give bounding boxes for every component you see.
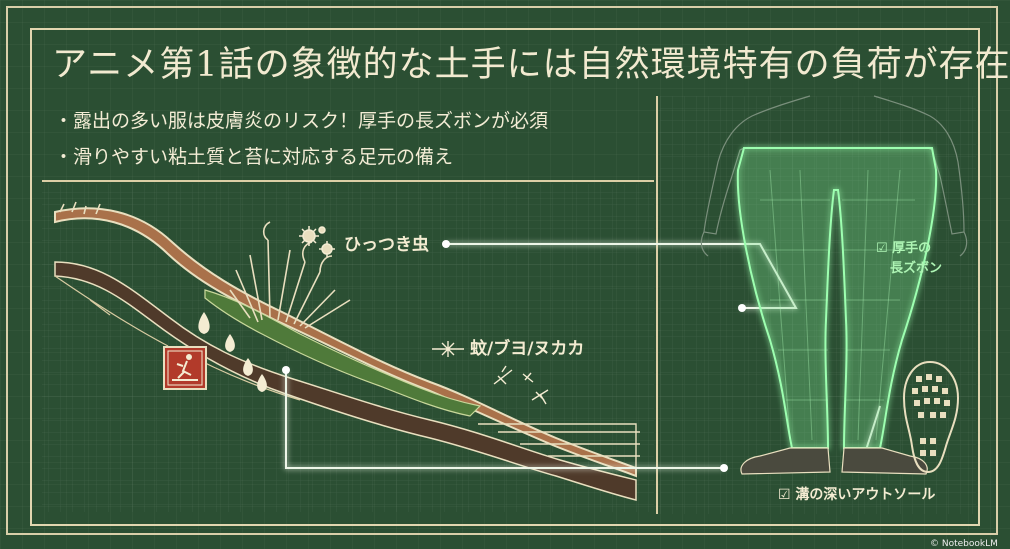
credit-text: © NotebookLM bbox=[930, 539, 998, 549]
water-drop-icon bbox=[198, 312, 267, 392]
burr-icon bbox=[299, 226, 335, 257]
bullet-item: 露出の多い服は皮膚炎のリスク！厚手の長ズボンが必須 bbox=[54, 103, 548, 139]
water-surface bbox=[478, 423, 640, 476]
pants-label-line2: 長ズボン bbox=[890, 260, 942, 276]
boot-sole-icon bbox=[902, 360, 960, 474]
pants-label-line1: ☑ 厚手の bbox=[876, 240, 931, 256]
section-divider-horizontal bbox=[42, 180, 654, 182]
grass-tuft bbox=[59, 201, 351, 329]
hitsuki-label: ひっつき虫 bbox=[344, 234, 429, 255]
slip-warning-icon bbox=[163, 346, 207, 390]
bullet-item: 滑りやすい粘土質と苔に対応する足元の備え bbox=[54, 139, 548, 175]
embankment bbox=[54, 207, 637, 501]
mosquito-icon bbox=[432, 341, 549, 405]
pants-mannequin bbox=[700, 95, 968, 475]
insects-label: 蚊/ブヨ/ヌカカ bbox=[470, 338, 584, 359]
bullet-list: 露出の多い服は皮膚炎のリスク！厚手の長ズボンが必須 滑りやすい粘土質と苔に対応す… bbox=[54, 103, 548, 175]
section-divider-vertical bbox=[656, 96, 658, 514]
outer-frame bbox=[6, 6, 998, 535]
page-title: アニメ第1話の象徴的な土手には自然環境特有の負荷が存在 bbox=[52, 45, 1010, 85]
sole-label: ☑ 溝の深いアウトソール bbox=[778, 486, 935, 503]
inner-frame bbox=[30, 28, 980, 526]
